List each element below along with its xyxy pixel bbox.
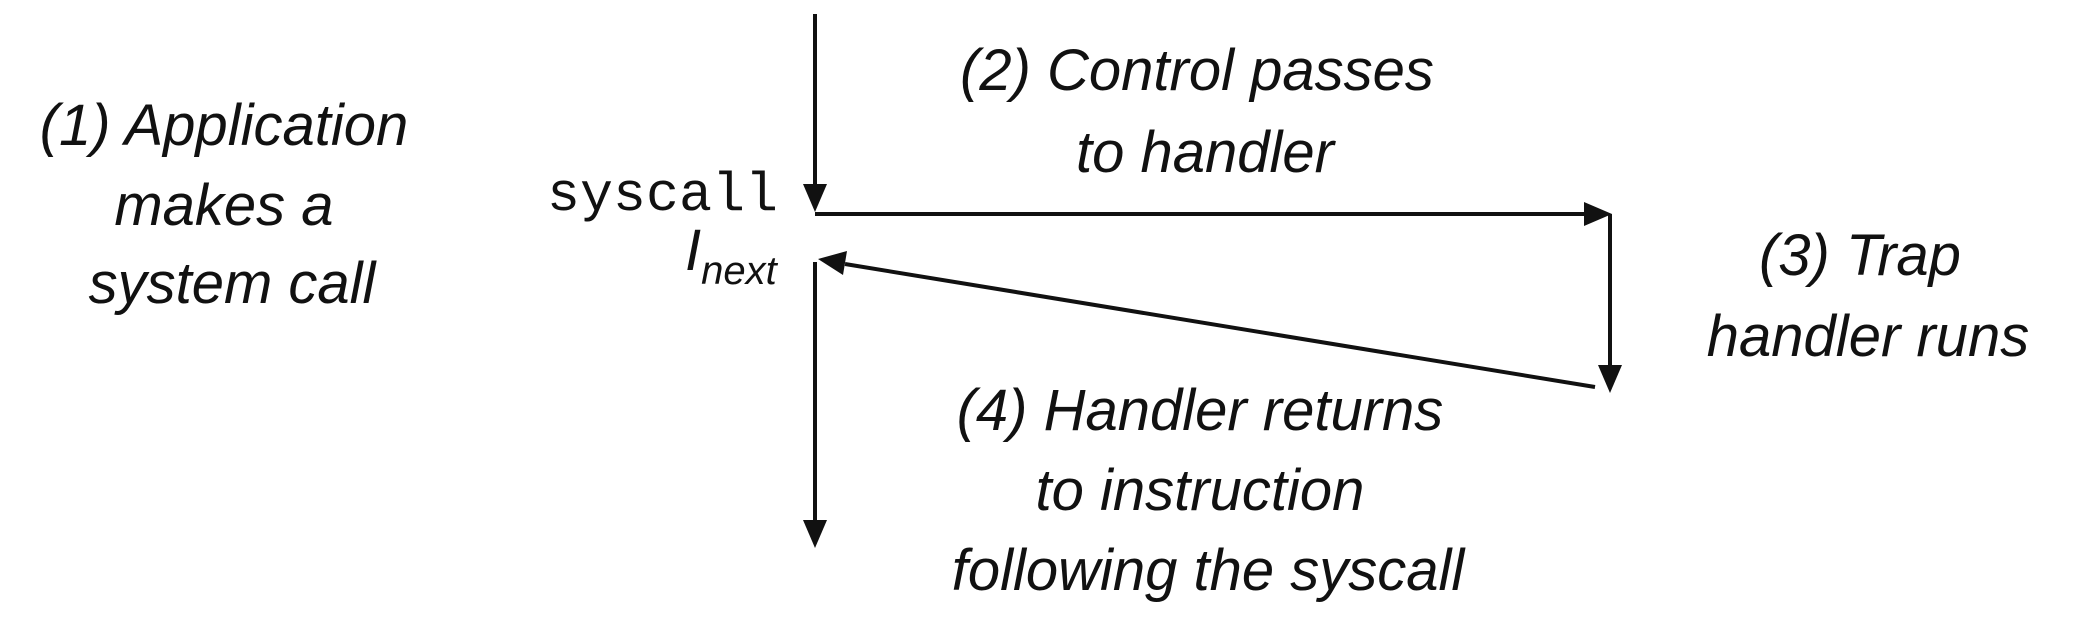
- handler-returns-line: [844, 262, 1596, 389]
- step-1-line-2: makes a: [114, 173, 333, 238]
- step-2-line-2: to handler: [1076, 120, 1337, 185]
- syscall-instruction: syscall: [547, 164, 778, 227]
- step-1-label: (1) Application makes a system call: [40, 93, 425, 316]
- incoming-flow-arrowhead: [803, 184, 827, 212]
- step-3-line-1: (3) Trap: [1759, 223, 1961, 288]
- step-4-label: (4) Handler returns to instruction follo…: [952, 378, 1467, 603]
- next-instruction-label: Inext: [685, 218, 779, 293]
- step-1-line-1: (1) Application: [40, 93, 409, 158]
- outgoing-flow-arrowhead: [803, 520, 827, 548]
- step-4-line-1: (4) Handler returns: [957, 378, 1444, 443]
- handler-runs-arrowhead: [1598, 365, 1622, 393]
- next-instruction-subscript: next: [701, 249, 778, 293]
- next-instruction-main: I: [685, 218, 701, 283]
- step-4-line-2: to instruction: [1036, 458, 1365, 523]
- handler-returns-arrowhead: [818, 251, 847, 275]
- step-4-line-3: following the syscall: [952, 538, 1467, 603]
- control-passes-arrowhead: [1584, 202, 1612, 226]
- step-1-line-3: system call: [89, 251, 378, 316]
- step-2-label: (2) Control passes to handler: [960, 38, 1450, 185]
- step-2-line-1: (2) Control passes: [960, 38, 1434, 103]
- step-3-label: (3) Trap handler runs: [1707, 223, 2029, 369]
- step-3-line-2: handler runs: [1707, 304, 2029, 369]
